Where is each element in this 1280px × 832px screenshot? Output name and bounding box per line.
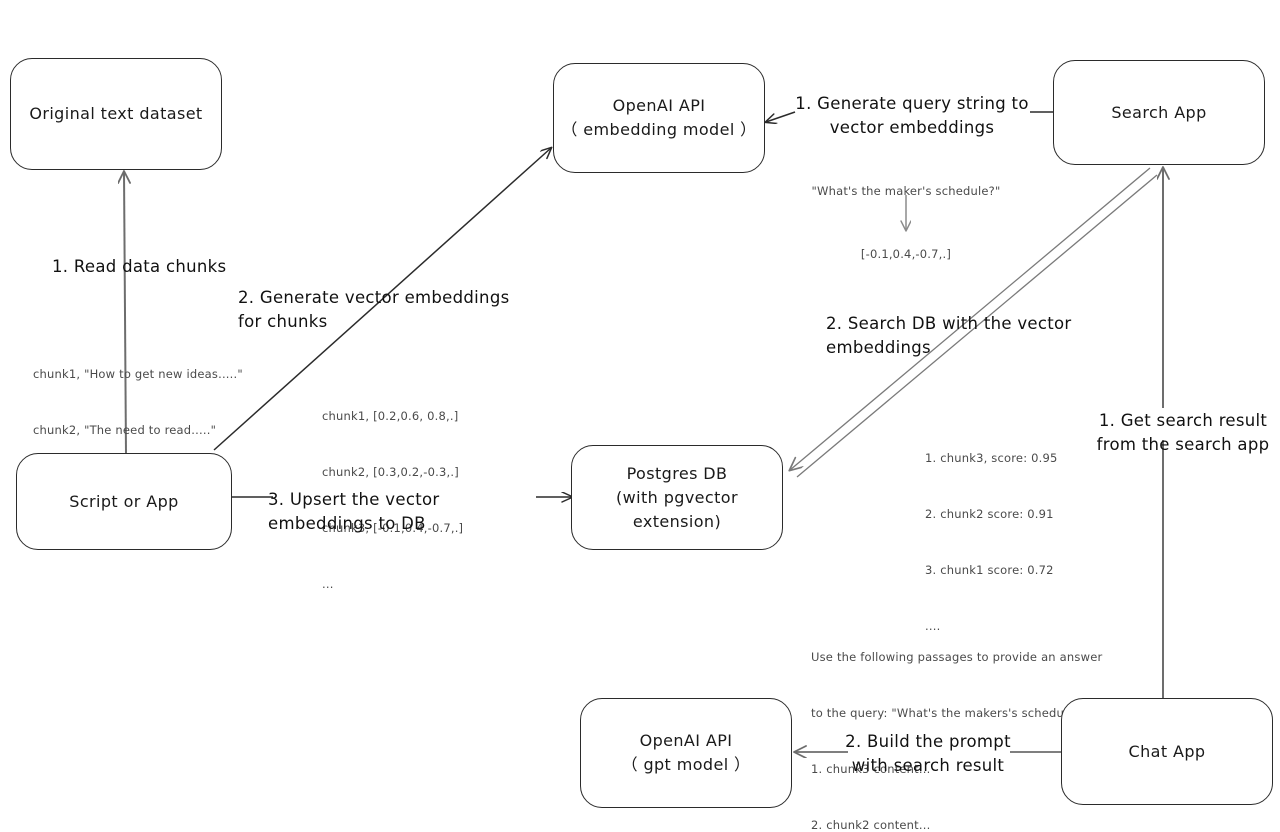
node-chat-app[interactable]: Chat App	[1061, 698, 1273, 805]
note-line: Use the following passages to provide an…	[811, 650, 1103, 665]
node-label: Script or App	[69, 491, 179, 511]
node-sublabel: （ gpt model ）	[621, 755, 751, 774]
note-line: 1. chunk3, score: 0.95	[925, 451, 1058, 466]
note-line: chunk1, "How to get new ideas....."	[33, 367, 243, 382]
edge-label-generate-query-embeddings: 1. Generate query string to vector embed…	[790, 92, 1034, 140]
edge-label-line2: search result	[893, 755, 1005, 775]
note-line: 1. chunk3 content...	[811, 762, 931, 776]
edge-label-line2: embeddings	[889, 117, 995, 137]
node-label: Chat App	[1128, 741, 1206, 761]
note-line: ....	[925, 618, 941, 633]
edge-label-read-data-chunks: 1. Read data chunks	[52, 257, 227, 276]
node-sublabel: (with pgvector extension)	[616, 487, 738, 531]
note-line: 2. chunk2 score: 0.91	[925, 507, 1054, 522]
note-prompt-text: Use the following passages to provide an…	[811, 611, 1102, 832]
node-label: OpenAI API	[639, 731, 733, 750]
edge-label-line1: 2. Build the prompt with	[845, 732, 1011, 775]
node-openai-api-embedding[interactable]: OpenAI API （ embedding model ）	[553, 63, 765, 173]
node-search-app[interactable]: Search App	[1053, 60, 1265, 165]
node-label: OpenAI API	[612, 96, 706, 115]
note-line: chunk1, [0.2,0.6, 0.8,.]	[322, 409, 459, 424]
node-sublabel: （ embedding model ）	[561, 120, 757, 139]
note-line: 2. chunk2 content...	[811, 817, 931, 832]
edge-label-line2: from the search app	[1096, 434, 1270, 454]
edge-label-upsert-embeddings: 3. Upsert the vector embeddings to DB	[268, 490, 440, 533]
note-query-vector: [-0.1,0.4,-0.7,.]	[860, 247, 952, 261]
note-line: chunk2, "The need to read....."	[33, 423, 217, 438]
node-label: Original text dataset	[29, 104, 203, 123]
node-postgres-db[interactable]: Postgres DB (with pgvector extension)	[571, 445, 783, 550]
edge-label-generate-embeddings: 2. Generate vector embeddings for chunks	[238, 288, 510, 331]
edge-label-build-prompt: 2. Build the prompt with search result	[844, 730, 1012, 778]
note-query-string: "What's the maker's schedule?"	[811, 184, 1001, 198]
note-line: to the query: "What's the makers's sched…	[811, 706, 1087, 721]
node-script-or-app[interactable]: Script or App	[16, 453, 232, 550]
note-line: 3. chunk1 score: 0.72	[925, 563, 1054, 577]
note-line: chunk3, [-0.1,0.4,-0.7,.]	[322, 521, 464, 535]
edge-label-search-db: 2. Search DB with the vector embeddings	[826, 314, 1072, 357]
note-line: chunk2, [0.3,0.2,-0.3,.]	[322, 465, 459, 480]
edge-label-line1: 1. Get search result	[1098, 411, 1268, 430]
edge-label-line1: 1. Generate query string to vector	[795, 94, 1029, 137]
node-original-text-dataset[interactable]: Original text dataset	[10, 58, 222, 170]
note-line: ...	[322, 576, 334, 591]
node-openai-api-gpt[interactable]: OpenAI API （ gpt model ）	[580, 698, 792, 808]
node-label: Search App	[1111, 102, 1207, 122]
edge-label-get-search-result: 1. Get search result from the search app	[1088, 409, 1278, 457]
node-label: Postgres DB	[626, 463, 728, 483]
